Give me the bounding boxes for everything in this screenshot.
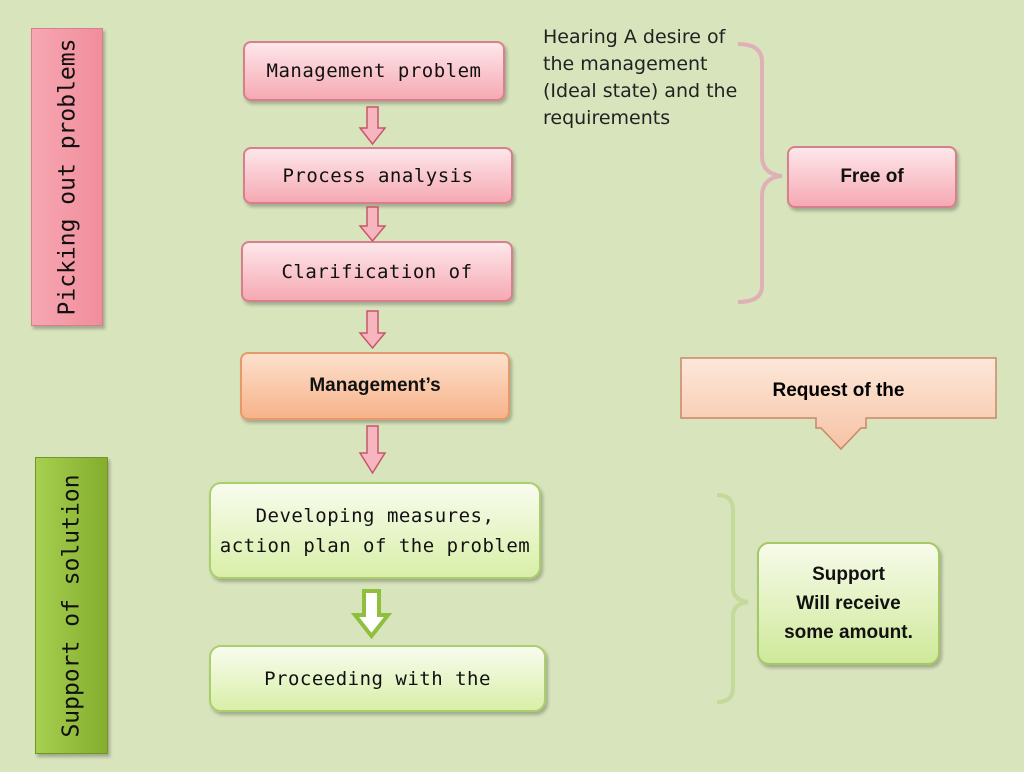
process-analysis-box: Process analysis xyxy=(243,147,513,204)
free-of-text: Free of xyxy=(840,166,904,187)
free-of-box: Free of xyxy=(787,146,957,208)
managements-text: Management’s xyxy=(309,375,441,396)
request-arrow-icon xyxy=(680,357,997,451)
hearing-note-line-2: the management xyxy=(543,53,708,75)
section-label-text: Picking out problems xyxy=(54,38,81,316)
arrow-down-icon xyxy=(358,425,387,475)
support-line-3: some amount. xyxy=(784,622,913,643)
hearing-note-line-1: Hearing A desire of xyxy=(543,26,726,48)
clarification-box: Clarification of xyxy=(241,241,513,302)
process-analysis-text: Process analysis xyxy=(282,164,474,187)
proceeding-box: Proceeding with the xyxy=(209,645,546,712)
management-problem-box: Management problem xyxy=(243,41,505,101)
management-problem-text: Management problem xyxy=(266,60,482,82)
hearing-note: Hearing A desire of the management (Idea… xyxy=(543,24,758,132)
request-text: Request of the xyxy=(772,380,905,401)
arrow-down-icon xyxy=(358,206,387,243)
managements-box: Management’s xyxy=(240,352,510,420)
developing-measures-box: Developing measures, action plan of the … xyxy=(209,482,541,579)
arrow-down-icon xyxy=(358,106,387,146)
arrow-down-icon xyxy=(350,589,393,640)
support-line-2: Will receive xyxy=(796,593,901,614)
section-label-support-of-solution: Support of solution xyxy=(35,457,108,754)
support-line-1: Support xyxy=(812,564,885,585)
right-brace-icon xyxy=(716,493,749,704)
proceeding-text: Proceeding with the xyxy=(264,667,491,690)
hearing-note-line-4: requirements xyxy=(543,107,671,129)
support-box: Support Will receive some amount. xyxy=(757,542,940,665)
hearing-note-line-3: (Ideal state) and the xyxy=(543,80,738,102)
developing-measures-line-2: action plan of the problem xyxy=(219,534,531,557)
clarification-text: Clarification of xyxy=(281,260,473,283)
arrow-down-icon xyxy=(358,310,387,350)
developing-measures-line-1: Developing measures, xyxy=(255,504,495,527)
section-label-picking-out-problems: Picking out problems xyxy=(31,28,103,326)
section-label-text: Support of solution xyxy=(58,473,85,738)
